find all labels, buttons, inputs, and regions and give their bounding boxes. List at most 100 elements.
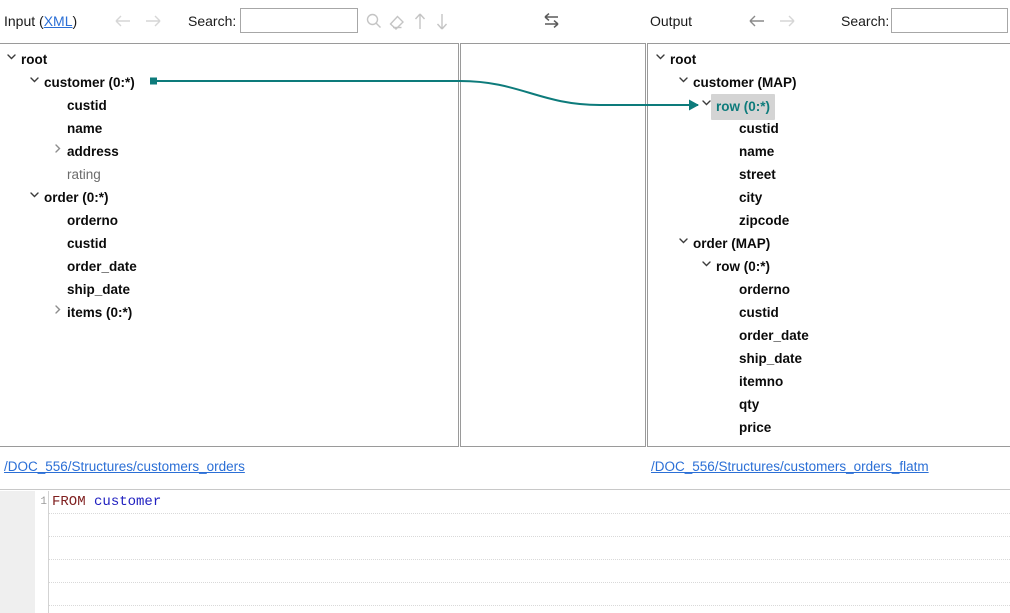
tree-node[interactable]: custid (0, 232, 458, 255)
input-search-input[interactable] (241, 9, 357, 32)
input-forward-button[interactable] (142, 11, 164, 31)
editor-empty-line[interactable] (49, 514, 1010, 537)
chevron-down-toggle[interactable] (700, 255, 713, 278)
input-format-link[interactable]: XML (43, 13, 73, 29)
tree-node-label[interactable]: row (0:*) (716, 259, 770, 274)
chevron-down-toggle[interactable] (700, 94, 713, 117)
tree-node[interactable]: city (648, 186, 1010, 209)
tree-node[interactable]: address (0, 140, 458, 163)
tree-node[interactable]: order_date (0, 255, 458, 278)
tree-node[interactable]: customer (MAP) (648, 71, 1010, 94)
tree-node-label[interactable]: row (0:*) (711, 94, 775, 120)
editor-empty-line[interactable] (49, 560, 1010, 583)
tree-node-label[interactable]: price (739, 420, 772, 435)
tree-node[interactable]: custid (648, 117, 1010, 140)
chevron-down-toggle[interactable] (654, 48, 667, 71)
output-back-button[interactable] (746, 11, 768, 31)
output-path-link[interactable]: /DOC_556/Structures/customers_orders_fla… (651, 459, 929, 474)
tree-node-label[interactable]: name (739, 144, 775, 159)
input-search-prev-button[interactable] (410, 10, 430, 32)
tree-node[interactable]: root (648, 48, 1010, 71)
chevron-right-toggle[interactable] (51, 301, 64, 324)
editor-empty-line[interactable] (49, 606, 1010, 613)
output-search-field[interactable] (891, 8, 1008, 33)
tree-node[interactable]: root (0, 48, 458, 71)
swap-panels-button[interactable] (541, 9, 561, 31)
tree-node[interactable]: orderno (0, 209, 458, 232)
tree-node-label[interactable]: name (67, 121, 103, 136)
tree-node[interactable]: orderno (648, 278, 1010, 301)
input-schema-panel[interactable]: root customer (0:*) custid name address ratin… (0, 43, 459, 447)
tree-node[interactable]: qty (648, 393, 1010, 416)
tree-node[interactable]: items (0:*) (0, 301, 458, 324)
tree-node-label[interactable]: root (21, 52, 48, 67)
tree-node[interactable]: custid (648, 301, 1010, 324)
tree-node-label[interactable]: customer (MAP) (693, 75, 797, 90)
input-search-next-button[interactable] (432, 10, 452, 32)
mapping-canvas-panel[interactable] (460, 43, 646, 447)
chevron-down-toggle[interactable] (28, 71, 41, 94)
tree-node[interactable]: rating (0, 163, 458, 186)
query-editor[interactable]: 1 FROM customer (0, 491, 1010, 613)
editor-empty-line[interactable] (49, 537, 1010, 560)
tree-node-label[interactable]: order_date (67, 259, 137, 274)
chevron-down-toggle[interactable] (677, 232, 690, 255)
tree-node-label[interactable]: city (739, 190, 763, 205)
tree-node[interactable]: name (648, 140, 1010, 163)
tree-node-label[interactable]: ship_date (739, 351, 803, 366)
tree-node[interactable]: order (MAP) (648, 232, 1010, 255)
arrow-left-icon (115, 15, 130, 27)
input-tree[interactable]: root customer (0:*) custid name address ratin… (0, 44, 458, 324)
tree-node-label[interactable]: itemno (739, 374, 784, 389)
output-forward-button[interactable] (776, 11, 798, 31)
tree-node[interactable]: ship_date (0, 278, 458, 301)
tree-node-label[interactable]: custid (739, 121, 779, 136)
tree-node-label[interactable]: address (67, 144, 119, 159)
tree-node-label[interactable]: orderno (739, 282, 791, 297)
tree-node[interactable]: street (648, 163, 1010, 186)
tree-node[interactable]: price (648, 416, 1010, 439)
tree-node-label[interactable]: items (0:*) (67, 305, 133, 320)
editor-code-line[interactable]: FROM customer (52, 491, 161, 513)
input-search-field[interactable] (240, 8, 358, 33)
tree-node[interactable]: order_date (648, 324, 1010, 347)
editor-rows[interactable]: 1 FROM customer (40, 491, 1010, 613)
input-path-link[interactable]: /DOC_556/Structures/customers_orders (4, 459, 245, 474)
input-search-go-button[interactable] (364, 10, 384, 32)
tree-node[interactable]: custid (0, 94, 458, 117)
input-back-button[interactable] (112, 11, 134, 31)
tree-node-label[interactable]: order_date (739, 328, 809, 343)
tree-node[interactable]: row (0:*) (648, 255, 1010, 278)
tree-node-label[interactable]: orderno (67, 213, 119, 228)
tree-node-label[interactable]: order (MAP) (693, 236, 771, 251)
tree-node-label[interactable]: ship_date (67, 282, 131, 297)
tree-node-label[interactable]: order (0:*) (44, 190, 109, 205)
tree-node[interactable]: row (0:*) (648, 94, 1010, 120)
tree-node[interactable]: customer (0:*) (0, 71, 458, 94)
chevron-down-toggle[interactable] (5, 48, 18, 71)
tree-node-label[interactable]: custid (67, 236, 107, 251)
tree-node-label[interactable]: customer (0:*) (44, 75, 135, 90)
editor-empty-line[interactable] (49, 583, 1010, 606)
chevron-down-toggle[interactable] (677, 71, 690, 94)
tree-node-label[interactable]: custid (739, 305, 779, 320)
tree-node-label[interactable]: custid (67, 98, 107, 113)
tree-node-label[interactable]: zipcode (739, 213, 790, 228)
input-search-clear-button[interactable] (387, 10, 407, 32)
editor-line-1[interactable]: 1 FROM customer (40, 491, 1010, 514)
chevron-right-toggle[interactable] (51, 140, 64, 163)
editor-gutter[interactable] (0, 491, 36, 613)
tree-node[interactable]: name (0, 117, 458, 140)
tree-node-label[interactable]: rating (67, 167, 101, 182)
tree-node-label[interactable]: qty (739, 397, 760, 412)
chevron-down-toggle[interactable] (28, 186, 41, 209)
tree-node-label[interactable]: street (739, 167, 776, 182)
tree-node[interactable]: zipcode (648, 209, 1010, 232)
tree-node[interactable]: itemno (648, 370, 1010, 393)
tree-node-label[interactable]: root (670, 52, 697, 67)
output-search-input[interactable] (892, 9, 1007, 32)
tree-node[interactable]: order (0:*) (0, 186, 458, 209)
tree-node[interactable]: ship_date (648, 347, 1010, 370)
